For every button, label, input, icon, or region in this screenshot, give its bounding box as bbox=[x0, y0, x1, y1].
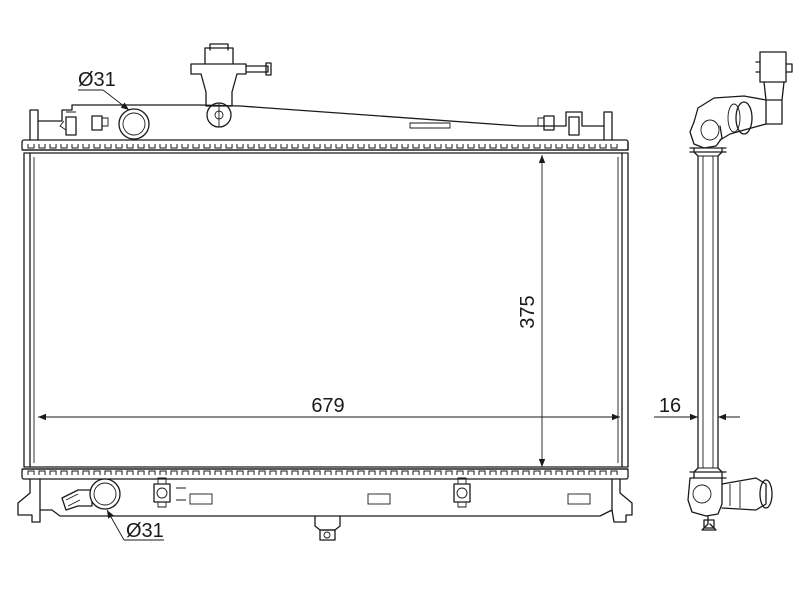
side-bottom-outlet bbox=[687, 477, 773, 531]
side-filler-neck bbox=[689, 51, 793, 149]
side-view: 16 bbox=[654, 51, 793, 531]
dimension-height-label: 375 bbox=[517, 295, 539, 328]
dimension-thickness-label: 16 bbox=[659, 395, 681, 417]
side-core bbox=[689, 147, 727, 479]
front-view: 679 375 Ø31 Ø31 bbox=[17, 43, 633, 542]
filler-neck bbox=[190, 43, 272, 128]
top-port-diameter-label: Ø31 bbox=[78, 69, 116, 91]
radiator-core bbox=[23, 152, 629, 468]
dimension-thickness: 16 bbox=[654, 395, 740, 421]
mount-right bbox=[453, 477, 471, 508]
leader-top-port: Ø31 bbox=[78, 69, 130, 111]
mount-left bbox=[153, 477, 171, 508]
top-inlet-port bbox=[118, 108, 150, 140]
bottom-header bbox=[21, 468, 629, 480]
bottom-outlet-port bbox=[61, 478, 121, 511]
dimension-width-label: 679 bbox=[311, 395, 344, 417]
bottom-port-diameter-label: Ø31 bbox=[126, 520, 164, 542]
top-tank bbox=[29, 104, 613, 141]
leader-bottom-port: Ø31 bbox=[106, 509, 164, 542]
dimension-width: 679 bbox=[38, 395, 620, 421]
top-header bbox=[21, 139, 629, 151]
dimension-height: 375 bbox=[517, 155, 546, 467]
bottom-tank bbox=[17, 477, 633, 541]
